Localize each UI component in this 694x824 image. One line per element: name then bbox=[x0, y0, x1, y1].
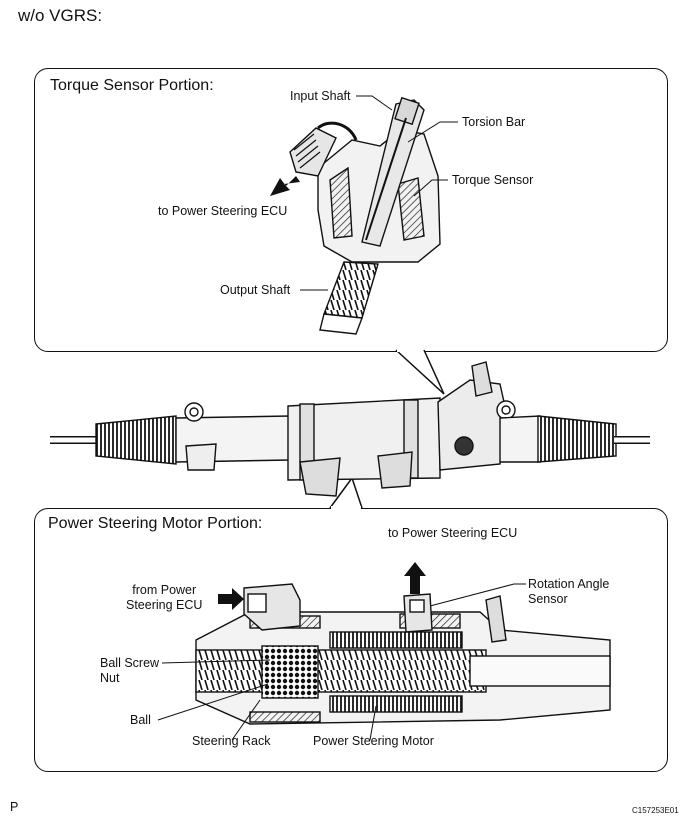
to-ecu-arrow-motor bbox=[404, 562, 426, 594]
ball-screw-nut-label: Ball Screw Nut bbox=[100, 656, 159, 686]
torque-leader-lines bbox=[300, 95, 458, 291]
from-ecu-label-line1: from Power bbox=[132, 583, 197, 597]
to-ecu-label-torque: to Power Steering ECU bbox=[158, 204, 288, 218]
torque-callout-pointer bbox=[395, 349, 445, 395]
ball-label: Ball bbox=[130, 713, 151, 727]
rotation-angle-sensor-label: Rotation Angle Sensor bbox=[528, 577, 609, 607]
rotation-label-line1: Rotation Angle bbox=[528, 577, 610, 591]
from-ecu-arrow bbox=[218, 588, 244, 610]
torque-panel-title: Torque Sensor Portion: bbox=[50, 77, 214, 94]
ball-screw-label-line1: Ball Screw bbox=[100, 656, 160, 670]
page-heading: w/o VGRS: bbox=[18, 6, 103, 25]
from-ecu-label-line2: Steering ECU bbox=[126, 598, 203, 612]
steering-gear-assembly bbox=[50, 361, 650, 497]
from-ecu-label: from Power Steering ECU bbox=[126, 583, 202, 613]
torque-sensor-label: Torque Sensor bbox=[452, 173, 534, 187]
torque-sensor-illustration bbox=[289, 96, 441, 335]
footer-figure-code: C157253E01 bbox=[632, 806, 679, 815]
footer-left-marker: P bbox=[10, 800, 19, 814]
steering-rack-label: Steering Rack bbox=[192, 734, 271, 748]
ball-screw-label-line2: Nut bbox=[100, 671, 120, 685]
rotation-label-line2: Sensor bbox=[528, 592, 568, 606]
to-ecu-label-motor: to Power Steering ECU bbox=[388, 526, 518, 540]
torsion-bar-label: Torsion Bar bbox=[462, 115, 526, 129]
output-shaft-label: Output Shaft bbox=[220, 283, 291, 297]
torque-sensor-panel bbox=[34, 68, 668, 352]
motor-panel-title: Power Steering Motor Portion: bbox=[48, 515, 263, 532]
motor-illustration bbox=[195, 583, 611, 725]
input-shaft-label: Input Shaft bbox=[290, 89, 351, 103]
power-steering-motor-label: Power Steering Motor bbox=[313, 734, 434, 748]
to-ecu-arrow-torque bbox=[270, 176, 300, 196]
motor-leader-lines bbox=[157, 583, 526, 741]
